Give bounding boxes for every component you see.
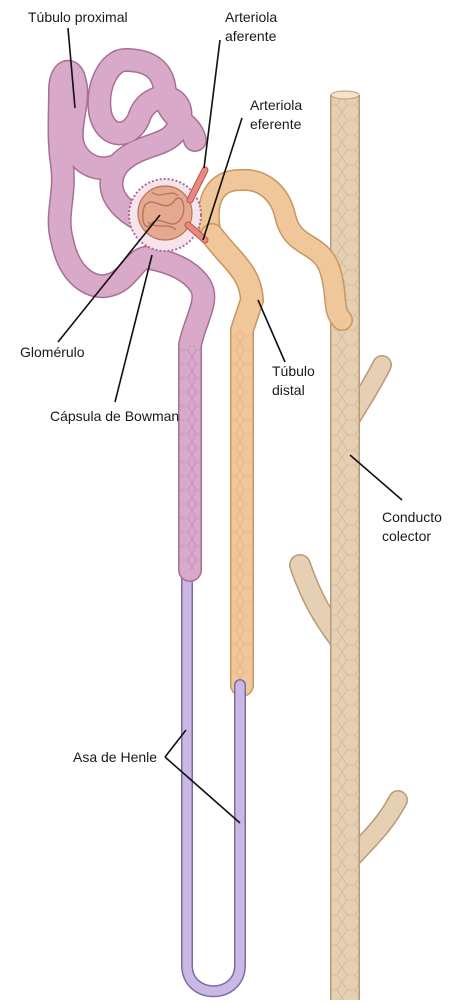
label-glomerulo: Glomérulo <box>20 343 85 362</box>
leader-tubulo-distal <box>258 300 285 362</box>
label-tubulo-distal-line2: distal <box>272 381 315 400</box>
leader-arteriola-aferente <box>204 40 220 168</box>
label-tubulo-proximal: Túbulo proximal <box>28 8 128 27</box>
label-arteriola-eferente-line2: eferente <box>250 115 302 134</box>
label-conducto-colector-line1: Conducto <box>382 508 442 527</box>
label-capsula-bowman: Cápsula de Bowman <box>50 407 179 426</box>
label-tubulo-distal: Túbulo distal <box>272 362 315 400</box>
proximal-tubule <box>60 60 204 570</box>
label-tubulo-distal-line1: Túbulo <box>272 362 315 381</box>
label-arteriola-aferente-line2: aferente <box>225 27 277 46</box>
label-asa-henle: Asa de Henle <box>73 748 157 767</box>
label-conducto-colector: Conducto colector <box>382 508 442 546</box>
label-arteriola-eferente: Arteriola eferente <box>250 96 302 134</box>
label-arteriola-eferente-line1: Arteriola <box>250 96 302 115</box>
label-arteriola-aferente: Arteriola aferente <box>225 8 277 46</box>
label-conducto-colector-line2: colector <box>382 527 442 546</box>
label-arteriola-aferente-line1: Arteriola <box>225 8 277 27</box>
